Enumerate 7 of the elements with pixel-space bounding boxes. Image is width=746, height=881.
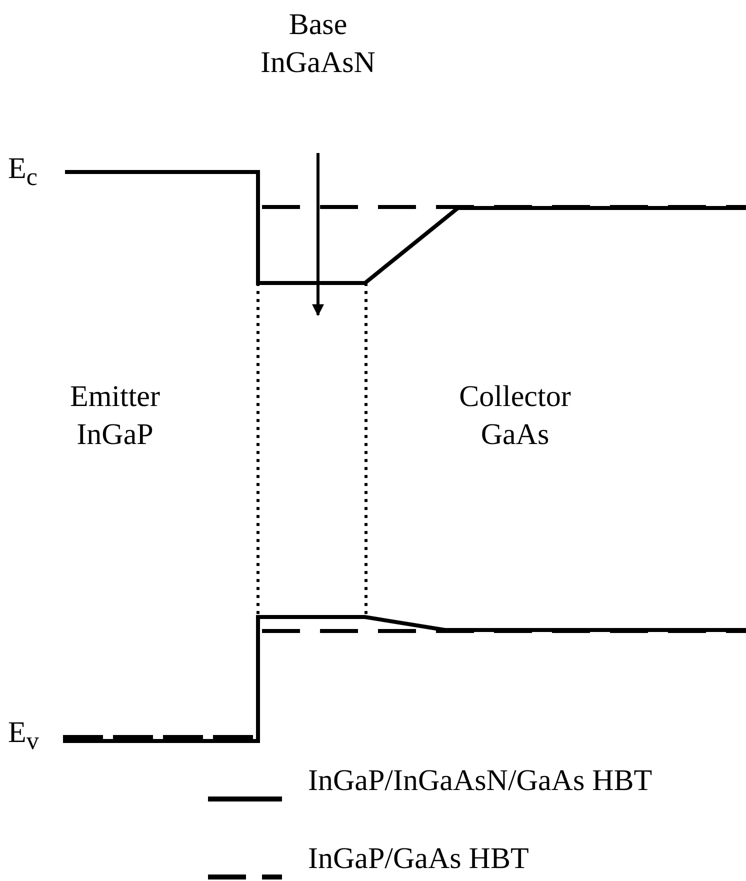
band-edge-label: E$_{c}$ — [8, 151, 38, 193]
band-edge-label: E$_{v}$ — [8, 715, 40, 757]
region-label: Collector GaAs — [458, 379, 572, 453]
region-label: Emitter InGaP — [69, 379, 161, 453]
legend-label: InGaP/GaAs HBT — [308, 841, 529, 877]
legend-label: InGaP/InGaAsN/GaAs HBT — [308, 763, 652, 799]
region-label: Base InGaAsN — [260, 7, 376, 81]
